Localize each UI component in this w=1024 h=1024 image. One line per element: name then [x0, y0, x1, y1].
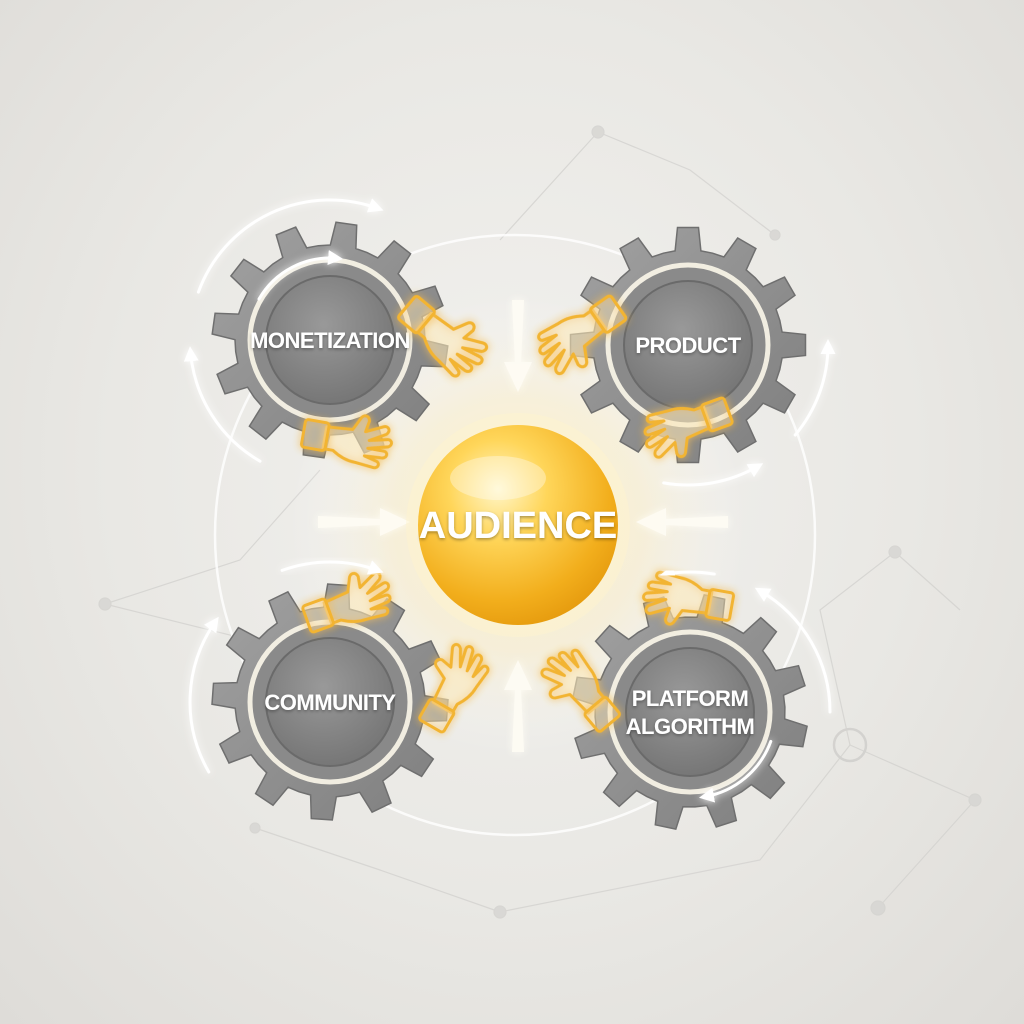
gear-hub: [265, 275, 395, 405]
center-node: AUDIENCE: [406, 413, 630, 637]
gear-monetization: MONETIZATION: [211, 221, 449, 459]
hand-icon: [540, 648, 621, 733]
inward-arrow-icon: [504, 300, 532, 392]
gear-label-community: COMMUNITY: [264, 690, 396, 715]
gear-hub: [265, 637, 395, 767]
rotation-arrow-icon: [698, 739, 773, 803]
hand-icon: [643, 396, 734, 459]
gear-hub: [625, 647, 755, 777]
rotation-arrow-icon: [188, 616, 219, 774]
hand-icon: [642, 570, 736, 626]
center-label: AUDIENCE: [419, 505, 617, 547]
hand-icon: [301, 571, 392, 634]
rotation-arrows: [183, 198, 836, 803]
rotation-arrow-icon: [662, 463, 764, 487]
hands-group: [299, 294, 736, 734]
gear-community: COMMUNITY: [211, 583, 449, 821]
hand-icon: [418, 642, 490, 734]
rotation-arrow-icon: [196, 198, 384, 294]
hand-icon: [397, 294, 489, 378]
gear-platform-algorithm: PLATFORM ALGORITHM: [572, 594, 808, 830]
rotation-arrow-icon: [257, 250, 344, 301]
gear-label-platform-algorithm-line-1: PLATFORM: [632, 686, 749, 711]
rotation-arrow-icon: [754, 587, 832, 714]
hand-icon: [537, 294, 628, 376]
background-network: [98, 125, 982, 919]
inward-arrow-icon: [504, 660, 532, 752]
audience-sphere: [418, 425, 618, 625]
inward-arrow-icon: [318, 508, 410, 536]
rotation-arrow-icon: [183, 346, 262, 463]
rotation-arrow-icon: [280, 560, 384, 575]
gear-label-product: PRODUCT: [635, 333, 741, 358]
inward-arrow-icon: [636, 508, 728, 536]
connection-ring: [213, 233, 817, 837]
gear-product: PRODUCT: [569, 226, 807, 464]
inward-arrows: [318, 300, 728, 752]
hand-icon: [299, 414, 393, 470]
rotation-arrow-icon: [793, 339, 836, 437]
rotation-arrow-icon: [659, 565, 716, 580]
gear-label-monetization: MONETIZATION: [250, 328, 410, 353]
gear-label-platform-algorithm-line-2: ALGORITHM: [626, 714, 755, 739]
